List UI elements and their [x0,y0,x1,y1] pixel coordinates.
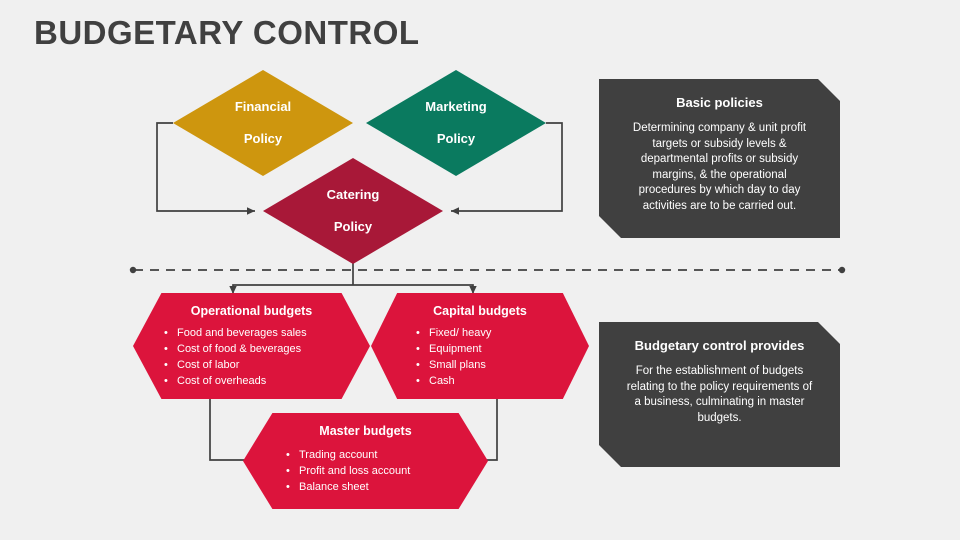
list-item: Cost of labor [161,357,370,373]
operational-budgets-title: Operational budgets [190,304,313,318]
marketing-policy-line1: Marketing [425,98,487,114]
list-item: Fixed/ heavy [413,325,589,341]
list-item: Trading account [283,447,488,463]
dashed-divider [129,266,846,274]
capital-budgets-list: Fixed/ heavy Equipment Small plans Cash [371,318,589,389]
page-title: BUDGETARY CONTROL [34,14,420,51]
master-budgets-list: Trading account Profit and loss account … [243,438,488,495]
note-basic-policies[interactable]: Basic policies Determining company & uni… [599,79,840,238]
budgetary-control-provides-body: For the establishment of budgets relatin… [626,365,813,424]
list-item: Balance sheet [283,479,488,495]
list-item: Cash [413,373,589,389]
node-capital-budgets[interactable]: Capital budgets Fixed/ heavy Equipment S… [371,293,589,399]
note-budgetary-control-provides[interactable]: Budgetary control provides For the estab… [599,322,840,467]
catering-policy-line1: Catering [326,186,380,202]
capital-budgets-title: Capital budgets [433,304,527,318]
list-item: Cost of food & beverages [161,341,370,357]
list-item: Equipment [413,341,589,357]
connector-marketing-to-catering [451,122,563,215]
list-item: Cost of overheads [161,373,370,389]
list-item: Small plans [413,357,589,373]
node-master-budgets[interactable]: Master budgets Trading account Profit an… [243,413,488,509]
marketing-policy-line2: Policy [436,131,476,147]
list-item: Profit and loss account [283,463,488,479]
financial-policy-line2: Policy [243,131,283,147]
catering-policy-line2: Policy [333,219,373,235]
basic-policies-body: Determining company & unit profit target… [632,122,807,212]
basic-policies-title: Basic policies [676,95,763,110]
list-item: Food and beverages sales [161,325,370,341]
connector-financial-to-catering [156,122,255,215]
connector-operational-to-master [209,398,257,464]
operational-budgets-list: Food and beverages sales Cost of food & … [133,318,370,389]
node-operational-budgets[interactable]: Operational budgets Food and beverages s… [133,293,370,399]
financial-policy-line1: Financial [234,98,292,114]
budgetary-control-provides-title: Budgetary control provides [634,338,805,353]
master-budgets-title: Master budgets [319,424,412,438]
